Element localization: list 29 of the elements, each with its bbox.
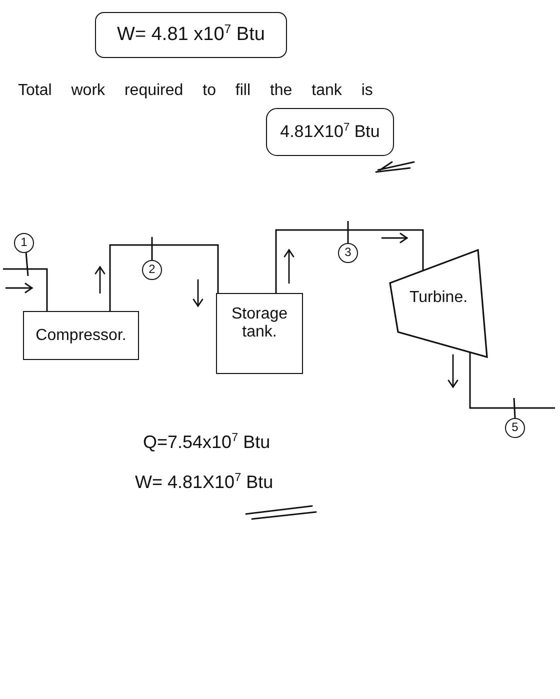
- equipment-label: Turbine.: [409, 288, 468, 307]
- state-number: 1: [20, 236, 28, 250]
- storage-tank-box: [216, 293, 303, 374]
- answer-box: [266, 108, 394, 156]
- state-circle: [14, 233, 34, 253]
- compressor-box: [23, 311, 139, 360]
- pipe-line: [3, 268, 48, 311]
- equation-text: W= 4.81X10$^{7}$ Btu: [135, 472, 274, 493]
- answer-box: [95, 12, 287, 58]
- state-number: 2: [148, 263, 156, 277]
- leader-line: [513, 398, 516, 418]
- pipe-line: [469, 352, 555, 409]
- state-circle: [142, 260, 162, 280]
- leader-line: [25, 252, 29, 276]
- equipment-label: Compressor.: [36, 326, 126, 345]
- state-circle: [338, 243, 358, 263]
- note-text: Total work required to fill the tank is: [18, 82, 373, 100]
- leader-line: [347, 221, 349, 243]
- state-number: 3: [344, 246, 352, 260]
- pipe-line: [275, 229, 424, 293]
- state-circle: [505, 418, 525, 438]
- leader-line: [151, 237, 153, 260]
- state-number: 5: [512, 421, 518, 435]
- equation-text: W= 4.81 x10$^{7}$ Btu: [117, 24, 265, 46]
- equipment-label: Storage tank.: [231, 305, 288, 342]
- pipe-line: [109, 244, 219, 311]
- turbine-symbol: [388, 248, 489, 359]
- equation-text: 4.81X10$^{7}$ Btu: [280, 122, 380, 142]
- equation-text: Q=7.54x10$^{7}$ Btu: [143, 432, 270, 453]
